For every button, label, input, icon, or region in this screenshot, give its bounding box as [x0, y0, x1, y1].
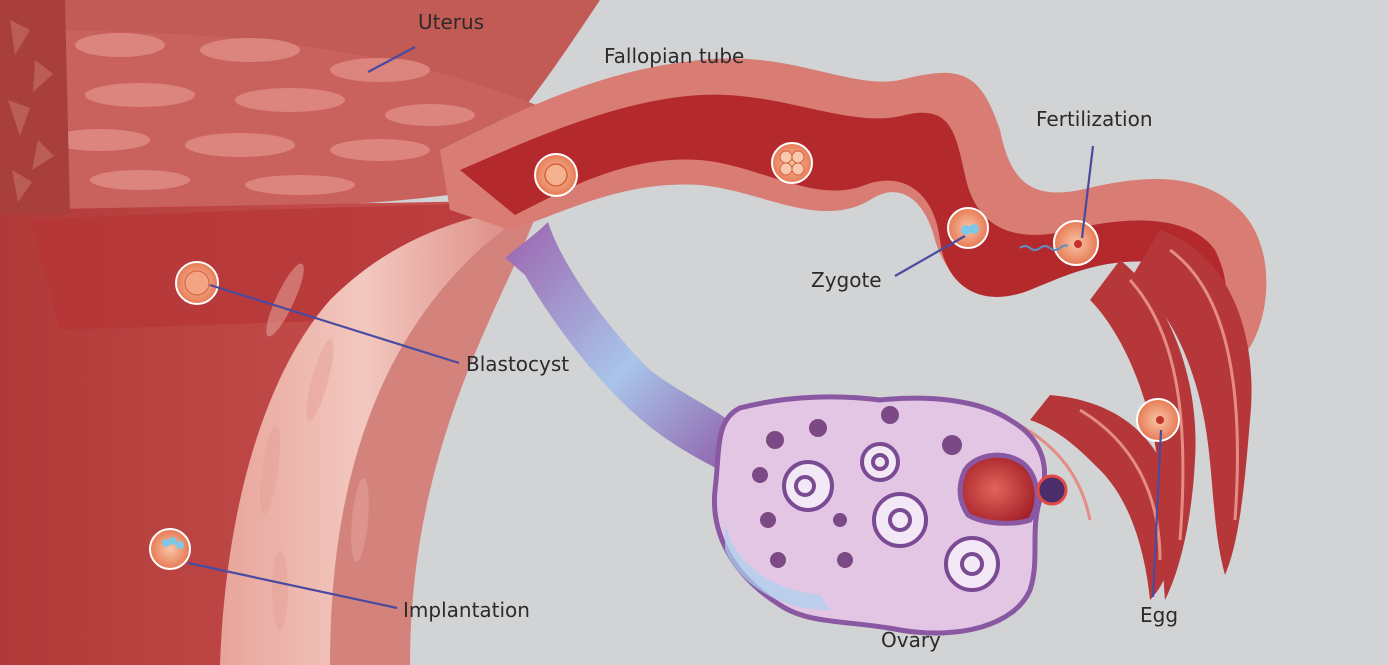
four-cell-embryo	[772, 143, 812, 183]
label-ovary: Ovary	[881, 628, 941, 652]
label-fallopian-tube: Fallopian tube	[604, 44, 744, 68]
implanting-embryo	[150, 529, 190, 569]
blastocyst-cell	[176, 262, 218, 304]
label-zygote: Zygote	[811, 268, 882, 292]
label-implantation: Implantation	[403, 598, 530, 622]
egg-cell	[1137, 399, 1179, 441]
ovary	[714, 397, 1066, 633]
label-fertilization: Fertilization	[1036, 107, 1153, 131]
label-egg: Egg	[1140, 603, 1178, 627]
morula-cell	[535, 154, 577, 196]
label-blastocyst: Blastocyst	[466, 352, 569, 376]
label-uterus: Uterus	[418, 10, 484, 34]
